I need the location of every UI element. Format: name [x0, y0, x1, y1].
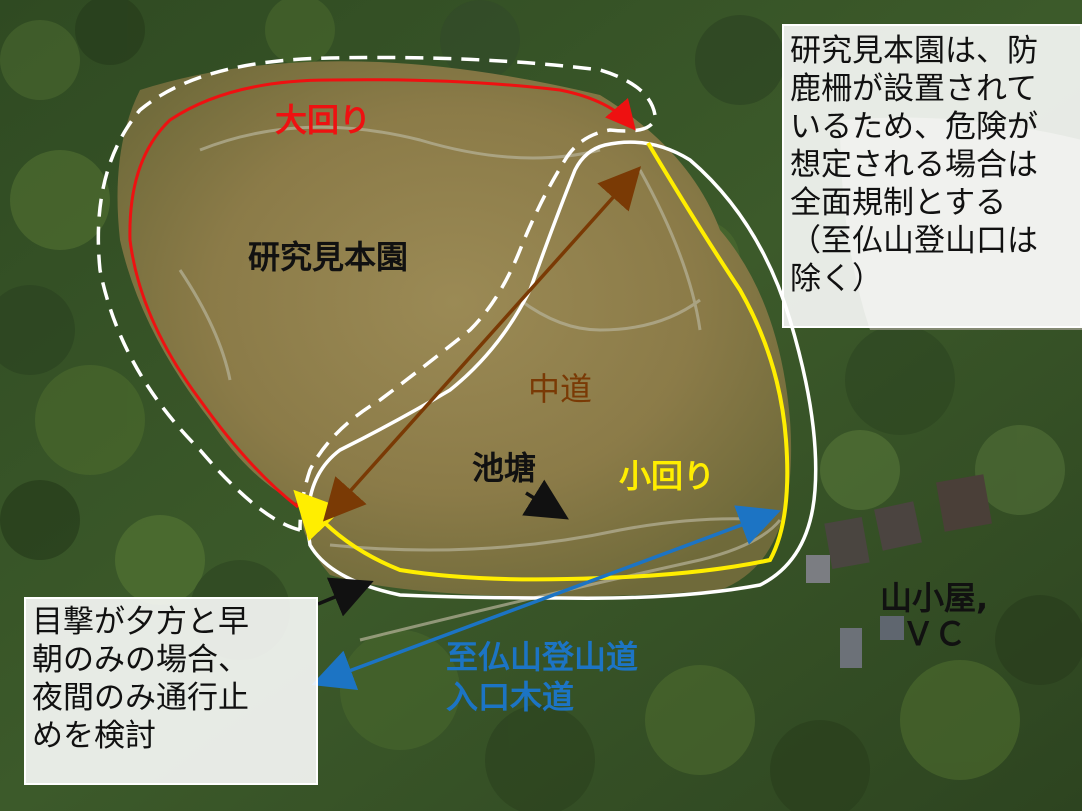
- label-shibutsu-line2: 入口木道: [446, 678, 575, 716]
- label-shibutsu-trail: 至仏山登山道 入口木道: [446, 641, 638, 713]
- trail-boardwalk-route: [311, 505, 781, 691]
- note-full-regulation: 研究見本園は、防 鹿柵が設置されて いるため、危険が 想定される場合は 全面規制…: [782, 24, 1082, 328]
- note-line: 研究見本園は、防: [790, 33, 1038, 69]
- note-line: いるため、危険が: [790, 109, 1038, 145]
- label-ike: 池塘: [472, 449, 537, 487]
- note-line: 朝のみの場合、: [32, 642, 249, 678]
- label-shibutsu-line1: 至仏山登山道: [446, 638, 639, 676]
- note-line: 夜間のみ通行止: [32, 680, 249, 716]
- note-line: 全面規制とする: [790, 185, 1007, 221]
- huts: [806, 474, 992, 668]
- note-line: 鹿柵が設置されて: [790, 71, 1038, 107]
- label-omawari: 大回り: [275, 101, 372, 139]
- label-yamagoya-line1: 山小屋,: [880, 579, 989, 617]
- note-line: 除く）: [790, 261, 883, 297]
- note-pointer-arrow: [317, 577, 374, 617]
- komawari-route: [293, 141, 790, 582]
- omawari-route: [128, 78, 636, 509]
- label-nakamichi: 中道: [528, 370, 593, 408]
- pond-pointer-arrow: [522, 479, 569, 520]
- nakamichi-route: [322, 166, 642, 522]
- fence-dashed-outline: [96, 55, 657, 532]
- label-yamagoya-line2: ＶＣ: [902, 615, 967, 653]
- label-yamagoya: 山小屋, ＶＣ: [880, 582, 988, 650]
- note-line: 目撃が夕方と早: [32, 604, 249, 640]
- note-line: 想定される場合は: [790, 147, 1038, 183]
- note-line: めを検討: [32, 718, 156, 754]
- note-night-closure: 目撃が夕方と早 朝のみの場合、 夜間のみ通行止 めを検討: [24, 597, 318, 785]
- label-komawari: 小回り: [619, 457, 716, 495]
- label-kenkyu-mihonen: 研究見本園: [248, 238, 409, 276]
- note-line: （至仏山登山口は: [790, 223, 1038, 259]
